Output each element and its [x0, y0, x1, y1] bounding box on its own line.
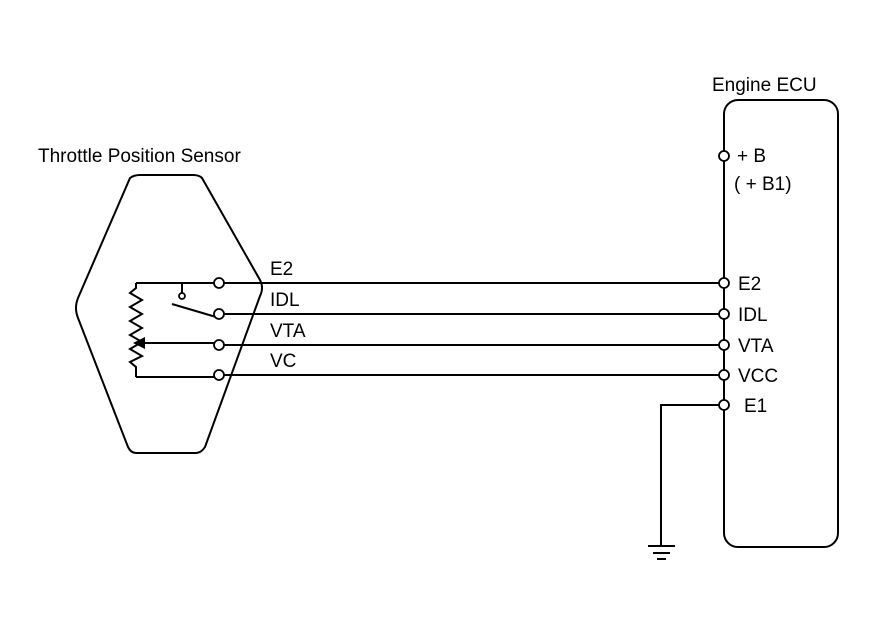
ecu-label-idl: IDL	[738, 305, 768, 326]
potentiometer-resistor	[128, 283, 145, 377]
ground-symbol	[648, 404, 719, 560]
sensor-terminal-idl	[213, 308, 225, 320]
engine-ecu: Engine ECU + B ( + B1) E2 IDL VTA VCC E1	[712, 75, 839, 548]
sensor-terminal-e2	[213, 277, 225, 289]
ecu-label-b: + B	[737, 146, 766, 167]
ecu-label-vcc: VCC	[738, 366, 778, 387]
ecu-label-e2: E2	[738, 274, 761, 295]
ecu-label-vta: VTA	[738, 336, 774, 357]
sensor-terminal-vta	[213, 339, 225, 351]
ecu-box	[723, 99, 839, 548]
idle-switch	[171, 283, 217, 318]
harness-wires	[224, 282, 720, 376]
sensor-label-vc: VC	[270, 351, 296, 372]
sensor-label-vta: VTA	[270, 321, 306, 342]
ecu-terminal-b	[718, 150, 730, 162]
ecu-terminal-e1	[718, 399, 730, 411]
ecu-title: Engine ECU	[712, 75, 817, 96]
sensor-label-idl: IDL	[270, 290, 300, 311]
ecu-label-b1: ( + B1)	[734, 174, 792, 195]
throttle-position-sensor: Throttle Position Sensor E2 IDL VTA VC	[38, 146, 306, 454]
sensor-housing	[75, 174, 263, 454]
ecu-terminal-idl	[718, 308, 730, 320]
ecu-terminal-vta	[718, 339, 730, 351]
potentiometer-wiper	[133, 337, 219, 349]
sensor-title: Throttle Position Sensor	[38, 146, 241, 167]
sensor-terminal-vc	[213, 369, 225, 381]
ecu-terminal-vcc	[718, 369, 730, 381]
ecu-terminal-e2	[718, 277, 730, 289]
ecu-label-e1: E1	[744, 396, 767, 417]
sensor-label-e2: E2	[270, 259, 293, 280]
